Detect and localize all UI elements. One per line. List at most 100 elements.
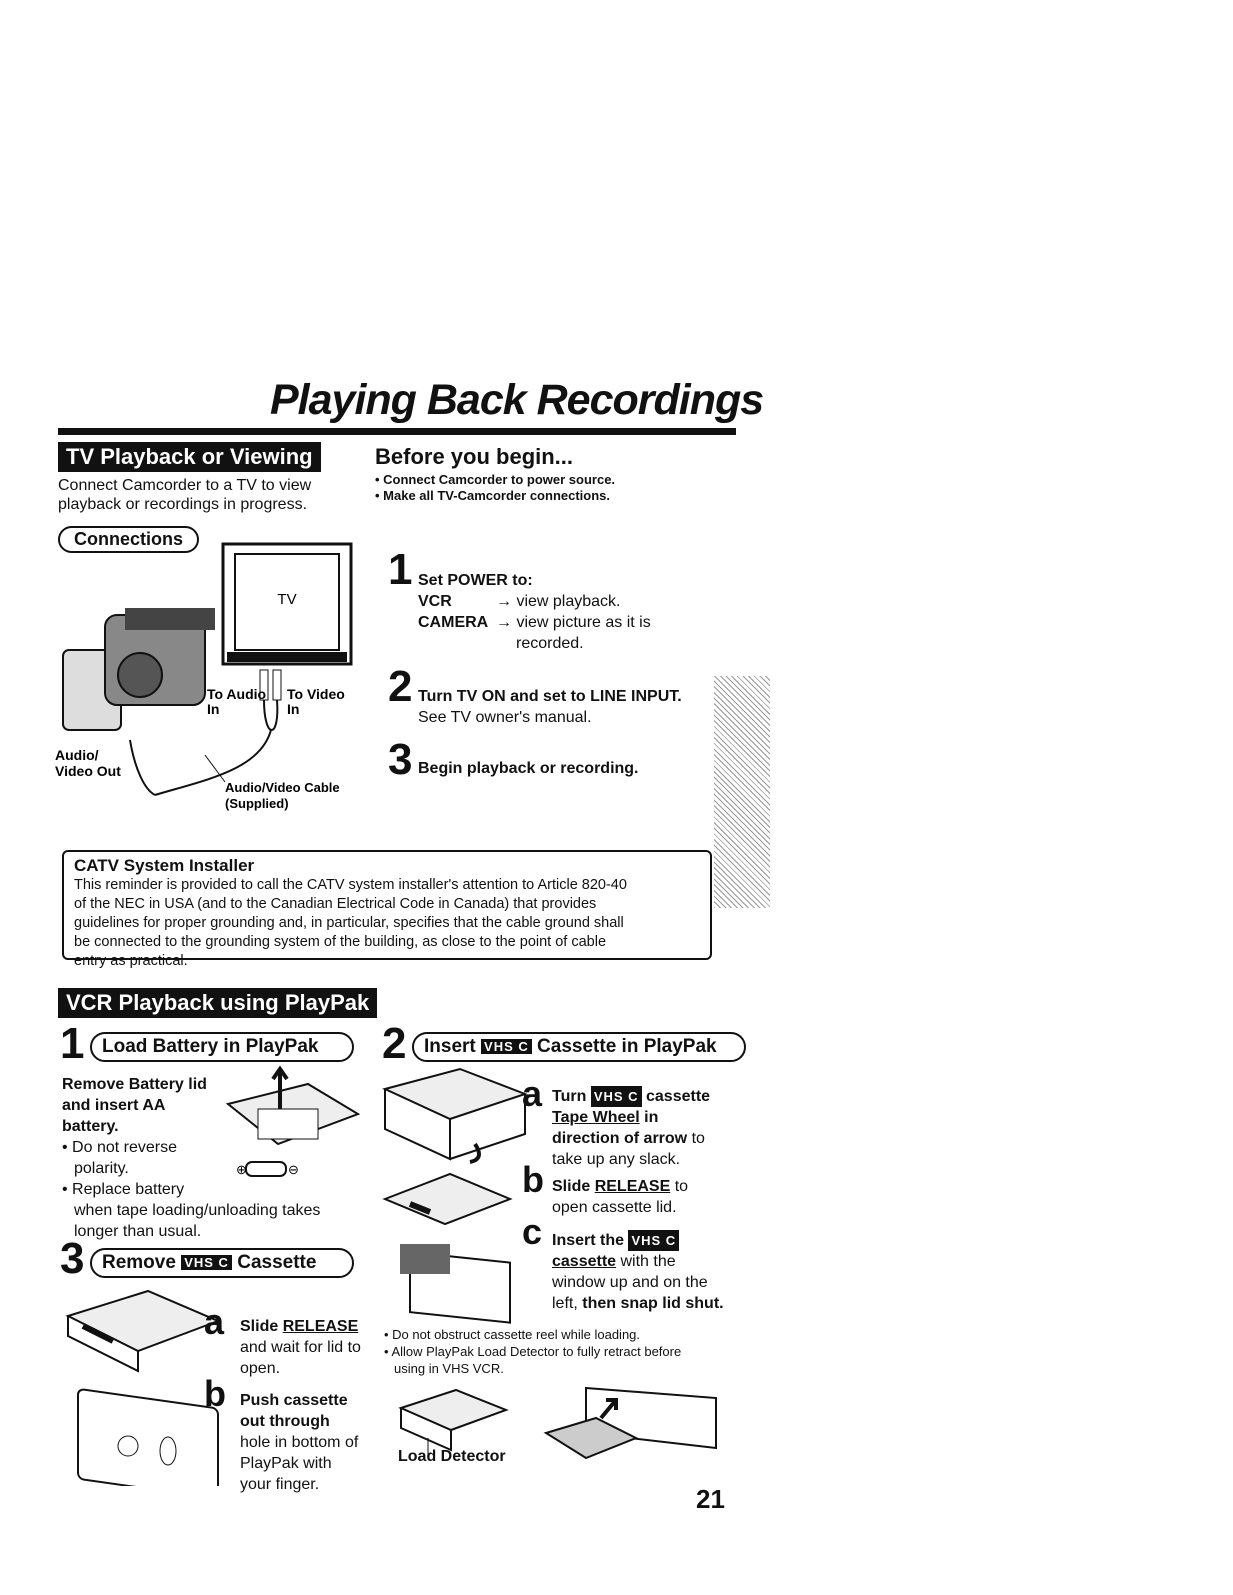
step1-bold-line: and insert AA bbox=[62, 1097, 166, 1114]
step2-a-direction: direction of arrow bbox=[552, 1130, 688, 1148]
side-tab-decoration bbox=[714, 676, 770, 908]
catv-body: This reminder is provided to call the CA… bbox=[74, 876, 700, 971]
step-1-value: recorded. bbox=[516, 635, 584, 652]
step2-a-cassette: cassette bbox=[646, 1088, 711, 1105]
step1-bullet-cont: when tape loading/unloading takes bbox=[74, 1202, 321, 1219]
step2-a-turn: Turn bbox=[552, 1088, 587, 1105]
step2-c-snap: then snap lid shut. bbox=[582, 1295, 724, 1313]
vhs-c-logo: VHS C bbox=[181, 1255, 232, 1271]
step-2-title: Turn TV ON and set to LINE INPUT. bbox=[418, 688, 682, 705]
step-3-number: 3 bbox=[388, 735, 413, 784]
svg-text:⊖: ⊖ bbox=[288, 1162, 299, 1177]
insert-cassette-illustration bbox=[382, 1067, 528, 1324]
connections-pill: Connections bbox=[58, 526, 200, 553]
step2-c-cassette: cassette bbox=[552, 1253, 617, 1271]
step2-a-letter: a bbox=[522, 1073, 543, 1114]
step2-b-slide: Slide bbox=[552, 1178, 591, 1195]
step3-b-line: PlayPak with bbox=[240, 1455, 332, 1472]
step-1-key: CAMERA bbox=[418, 614, 489, 631]
step3-b-text: Push cassette out through hole in bottom… bbox=[240, 1390, 358, 1495]
remove-pill-label-2: Cassette bbox=[237, 1252, 317, 1273]
vhs-c-logo: VHS C bbox=[628, 1230, 680, 1252]
remove-cassette-illustration bbox=[65, 1289, 221, 1486]
step-2-number: 2 bbox=[388, 662, 413, 711]
step3-a-line: open. bbox=[240, 1360, 281, 1377]
step2-c-left: left, bbox=[552, 1295, 578, 1313]
before-heading: Before you begin... bbox=[375, 444, 574, 469]
vhs-c-logo: VHS C bbox=[481, 1039, 532, 1055]
step3-b-letter: b bbox=[204, 1373, 226, 1414]
step2-a-tape-wheel: Tape Wheel bbox=[552, 1109, 640, 1127]
catv-heading: CATV System Installer bbox=[74, 856, 255, 875]
step-1-title: Set POWER to: bbox=[418, 572, 533, 589]
catv-line: of the NEC in USA (and to the Canadian E… bbox=[74, 896, 597, 912]
title-rule bbox=[58, 428, 736, 435]
step2-a-text: Turn VHS C cassette Tape Wheel in direct… bbox=[552, 1086, 710, 1170]
step1-bold-line: battery. bbox=[62, 1118, 119, 1135]
connection-diagram: TV To Audio In To Video In Audio/ Video … bbox=[55, 542, 353, 811]
step-1-key: VCR bbox=[418, 593, 452, 610]
load-detector-label: Load Detector bbox=[398, 1448, 506, 1465]
step-2-sub: See TV owner's manual. bbox=[418, 709, 592, 726]
step1-bullet: • Replace battery bbox=[62, 1181, 185, 1198]
step2-b-line: open cassette lid. bbox=[552, 1199, 677, 1216]
step1-bold-line: Remove Battery lid bbox=[62, 1076, 207, 1093]
catv-line: entry as practical. bbox=[74, 953, 188, 969]
battery-illustration: ⊕ ⊖ bbox=[225, 1065, 361, 1177]
catv-line: guidelines for proper grounding and, in … bbox=[74, 915, 624, 931]
step2-note: • Allow PlayPak Load Detector to fully r… bbox=[384, 1344, 682, 1359]
step2-a-to: to bbox=[691, 1130, 705, 1148]
step2-c-letter: c bbox=[522, 1211, 543, 1252]
step2-note-cont: using in VHS VCR. bbox=[394, 1361, 504, 1376]
remove-cassette-pill: Remove VHS C Cassette bbox=[90, 1248, 354, 1278]
to-audio-label: To Audio bbox=[207, 686, 266, 702]
step2-c-with: with the bbox=[620, 1253, 676, 1271]
vcr-step-2-number: 2 bbox=[382, 1019, 407, 1068]
load-detector-illustration bbox=[398, 1386, 717, 1460]
step3-a-text: Slide RELEASE and wait for lid to open. bbox=[240, 1316, 361, 1379]
step2-c-line: window up and on the bbox=[552, 1274, 708, 1292]
page-title: Playing Back Recordings bbox=[270, 376, 764, 424]
step-1-number: 1 bbox=[388, 545, 413, 594]
before-item: • Make all TV-Camcorder connections. bbox=[375, 488, 611, 503]
step3-a-release: RELEASE bbox=[282, 1318, 359, 1335]
to-video-label: To Video bbox=[287, 686, 345, 702]
step-1-text: Set POWER to: VCR→ view playback. CAMERA… bbox=[418, 570, 651, 654]
step2-a-in: in bbox=[644, 1109, 659, 1127]
to-audio-in-label: In bbox=[207, 701, 219, 717]
catv-line: be connected to the grounding system of … bbox=[74, 934, 607, 950]
step2-notes: • Do not obstruct cassette reel while lo… bbox=[384, 1326, 681, 1377]
insert-pill-label-2: Cassette in PlayPak bbox=[537, 1036, 717, 1057]
tv-intro: Connect Camcorder to a TV to view playba… bbox=[58, 476, 311, 514]
step1-bullet-cont: longer than usual. bbox=[74, 1223, 202, 1240]
step3-b-line: out through bbox=[240, 1413, 330, 1430]
catv-notice-box: CATV System Installer This reminder is p… bbox=[62, 850, 712, 969]
av-out-label-2: Video Out bbox=[55, 763, 121, 779]
cable-label-1: Audio/Video Cable bbox=[225, 780, 340, 795]
insert-pill-label: Insert bbox=[424, 1036, 476, 1057]
vcr-step-1-text: Remove Battery lid and insert AA battery… bbox=[62, 1074, 352, 1242]
page-number: 21 bbox=[696, 1484, 725, 1514]
step2-a-line: take up any slack. bbox=[552, 1151, 681, 1169]
before-item: • Connect Camcorder to power source. bbox=[375, 472, 616, 487]
step3-a-line: and wait for lid to bbox=[240, 1339, 361, 1356]
step2-c-text: Insert the VHS C cassette with the windo… bbox=[552, 1230, 724, 1314]
step3-a-letter: a bbox=[204, 1301, 225, 1342]
tv-intro-line-2: playback or recordings in progress. bbox=[58, 496, 308, 513]
step2-b-letter: b bbox=[522, 1159, 544, 1200]
to-video-in-label: In bbox=[287, 701, 299, 717]
step2-b-text: Slide RELEASE to open cassette lid. bbox=[552, 1176, 688, 1218]
vcr-section-heading: VCR Playback using PlayPak bbox=[58, 988, 378, 1018]
step-2-text: Turn TV ON and set to LINE INPUT. See TV… bbox=[418, 686, 682, 728]
camcorder-illustration bbox=[62, 608, 215, 731]
before-list: • Connect Camcorder to power source. • M… bbox=[375, 472, 615, 504]
catv-line: This reminder is provided to call the CA… bbox=[74, 877, 627, 893]
svg-text:⊕: ⊕ bbox=[236, 1162, 247, 1177]
vcr-step-1-number: 1 bbox=[60, 1019, 85, 1068]
step1-bullet-cont: polarity. bbox=[74, 1160, 129, 1177]
step3-a-slide: Slide bbox=[240, 1318, 279, 1335]
remove-pill-label: Remove bbox=[102, 1252, 176, 1273]
tv-intro-line-1: Connect Camcorder to a TV to view bbox=[58, 477, 312, 494]
tv-section-heading: TV Playback or Viewing bbox=[58, 442, 321, 472]
av-out-label-1: Audio/ bbox=[55, 747, 99, 763]
